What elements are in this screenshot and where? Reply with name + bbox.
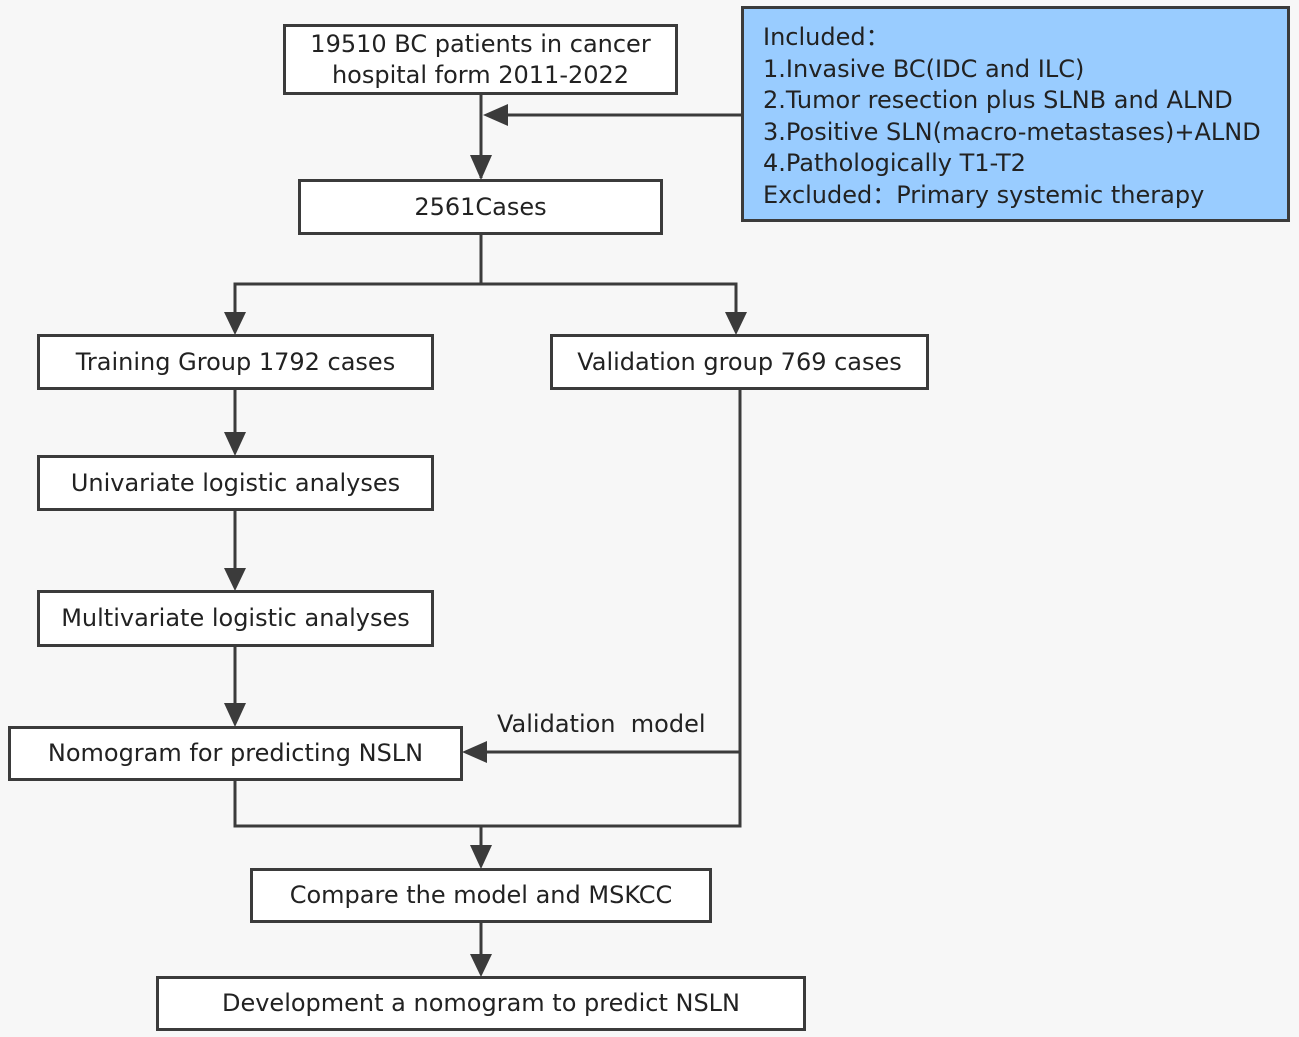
- nomogram-box: Nomogram for predicting NSLN: [8, 726, 463, 781]
- criteria-line: 1.Invasive BC(IDC and ILC): [763, 54, 1085, 83]
- arrowhead: [224, 312, 246, 335]
- start-line-2: hospital form 2011-2022: [331, 60, 630, 89]
- arrowhead: [462, 741, 487, 763]
- criteria-box: Included： 1.Invasive BC(IDC and ILC) 2.T…: [741, 6, 1290, 222]
- nomogram-label: Nomogram for predicting NSLN: [47, 739, 424, 767]
- start-line-1: 19510 BC patients in cancer: [310, 29, 651, 58]
- validation-label: Validation group 769 cases: [577, 347, 902, 376]
- arrow-merge-to-compare: [233, 752, 742, 828]
- arrowhead: [224, 568, 246, 591]
- arrowhead: [224, 432, 246, 456]
- criteria-line: 3.Positive SLN(macro-metastases)+ALND: [763, 117, 1261, 146]
- multivariate-box: Multivariate logistic analyses: [37, 590, 434, 647]
- criteria-line: Included：: [763, 23, 890, 51]
- multivariate-label: Multivariate logistic analyses: [61, 604, 410, 632]
- univariate-label: Univariate logistic analyses: [70, 468, 401, 497]
- arrowhead: [470, 155, 492, 180]
- training-label: Training Group 1792 cases: [75, 347, 396, 376]
- validation-box: Validation group 769 cases: [550, 334, 929, 390]
- cases-label: 2561Cases: [414, 192, 547, 221]
- development-box: Development a nomogram to predict NSLN: [156, 976, 806, 1031]
- training-box: Training Group 1792 cases: [37, 334, 434, 390]
- criteria-line: Excluded：Primary systemic therapy: [763, 180, 1205, 209]
- cases-box: 2561Cases: [298, 179, 663, 235]
- development-label: Development a nomogram to predict NSLN: [221, 989, 740, 1017]
- validation-model-label: Validation model: [497, 710, 706, 738]
- arrowhead: [470, 954, 492, 977]
- arrowhead: [470, 845, 492, 869]
- compare-box: Compare the model and MSKCC: [250, 868, 712, 923]
- arrow-validation-to-nomogram: [480, 388, 742, 754]
- criteria-line: 2.Tumor resection plus SLNB and ALND: [763, 86, 1233, 114]
- arrow-cases-split: [233, 233, 483, 318]
- univariate-box: Univariate logistic analyses: [37, 455, 434, 511]
- compare-label: Compare the model and MSKCC: [289, 881, 673, 909]
- criteria-line: 4.Pathologically T1-T2: [763, 149, 1026, 177]
- start-box: 19510 BC patients in cancer hospital for…: [283, 24, 678, 95]
- arrowhead: [725, 312, 747, 335]
- arrowhead: [483, 104, 508, 126]
- arrowhead: [224, 703, 246, 727]
